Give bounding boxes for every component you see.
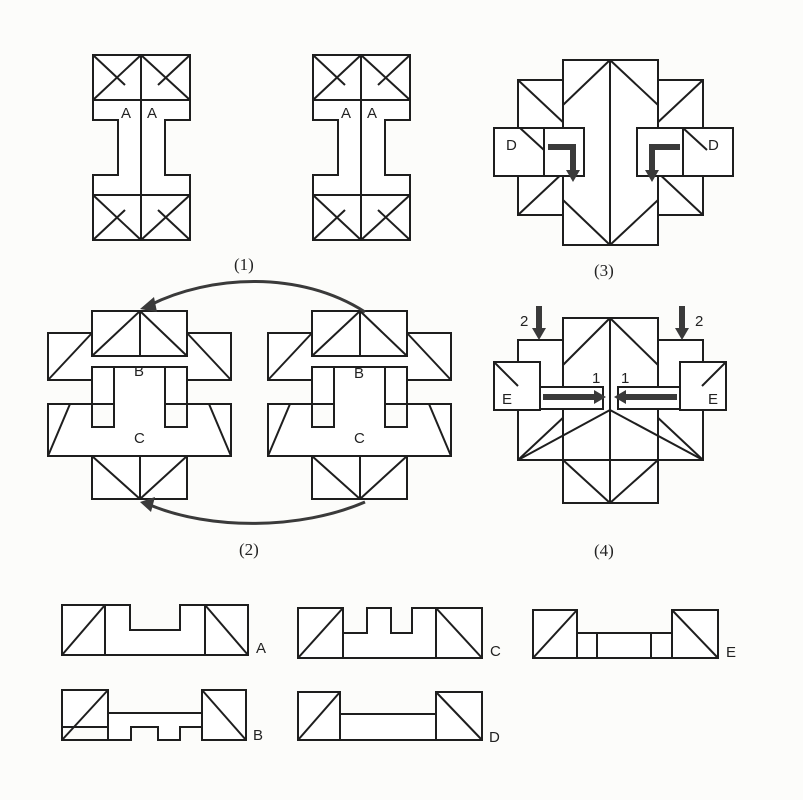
legend-piece-b bbox=[61, 689, 247, 741]
fig4-arrowhead-2-left bbox=[532, 328, 546, 340]
fig3-arrow-right bbox=[649, 144, 680, 172]
legend-label-a: A bbox=[256, 640, 266, 657]
fig1-left-label-a2: A bbox=[147, 105, 157, 122]
fig4-label-e-right: E bbox=[708, 391, 718, 408]
fig4-step-1-left: 1 bbox=[592, 370, 600, 387]
fig1-left-label-a1: A bbox=[121, 105, 131, 122]
fig1-right-label-a1: A bbox=[341, 105, 351, 122]
legend-label-d: D bbox=[489, 729, 500, 746]
fig4-arrowhead-2-right bbox=[675, 328, 689, 340]
fig1-right-piece bbox=[312, 54, 411, 241]
fig4-step-2-left: 2 bbox=[520, 313, 528, 330]
legend-label-c: C bbox=[490, 643, 501, 660]
fig4-arrowhead-1-right bbox=[614, 390, 626, 404]
caption-3: (3) bbox=[594, 261, 614, 280]
fig2-arc-bottom bbox=[149, 500, 366, 525]
caption-4: (4) bbox=[594, 541, 614, 560]
legend-label-b: B bbox=[253, 727, 263, 744]
legend-piece-d bbox=[297, 691, 483, 741]
fig4-step-2-right: 2 bbox=[695, 313, 703, 330]
fig3-label-d-left: D bbox=[506, 137, 517, 154]
fig2-right-label-b: B bbox=[354, 365, 364, 382]
caption-1: (1) bbox=[234, 255, 254, 274]
fig1-left-piece bbox=[92, 54, 191, 241]
fig2-left-label-b: B bbox=[134, 363, 144, 380]
fig2-right-assembly bbox=[267, 310, 452, 500]
legend-label-e: E bbox=[726, 644, 736, 661]
fig2-left-label-c: C bbox=[134, 430, 145, 447]
fig2-left-assembly bbox=[47, 310, 232, 500]
legend-piece-a bbox=[61, 604, 249, 656]
fig1-right-label-a2: A bbox=[367, 105, 377, 122]
fig3-assembly bbox=[493, 59, 734, 246]
fig3-arrowhead-left bbox=[566, 170, 580, 182]
fig4-arrowhead-1-left bbox=[594, 390, 606, 404]
fig4-label-e-left: E bbox=[502, 391, 512, 408]
fig3-arrowhead-right bbox=[645, 170, 659, 182]
fig3-arrow-left bbox=[548, 144, 576, 172]
fig4-assembly bbox=[493, 317, 727, 504]
fig2-arc-bottom-head bbox=[140, 497, 155, 512]
legend-piece-c bbox=[297, 607, 483, 659]
legend-piece-e bbox=[532, 609, 719, 659]
fig4-step-1-right: 1 bbox=[621, 370, 629, 387]
fig2-arc-top bbox=[149, 280, 366, 314]
fig2-right-label-c: C bbox=[354, 430, 365, 447]
fig2-arc-top-head bbox=[140, 297, 157, 312]
caption-2: (2) bbox=[239, 540, 259, 559]
fig3-label-d-right: D bbox=[708, 137, 719, 154]
